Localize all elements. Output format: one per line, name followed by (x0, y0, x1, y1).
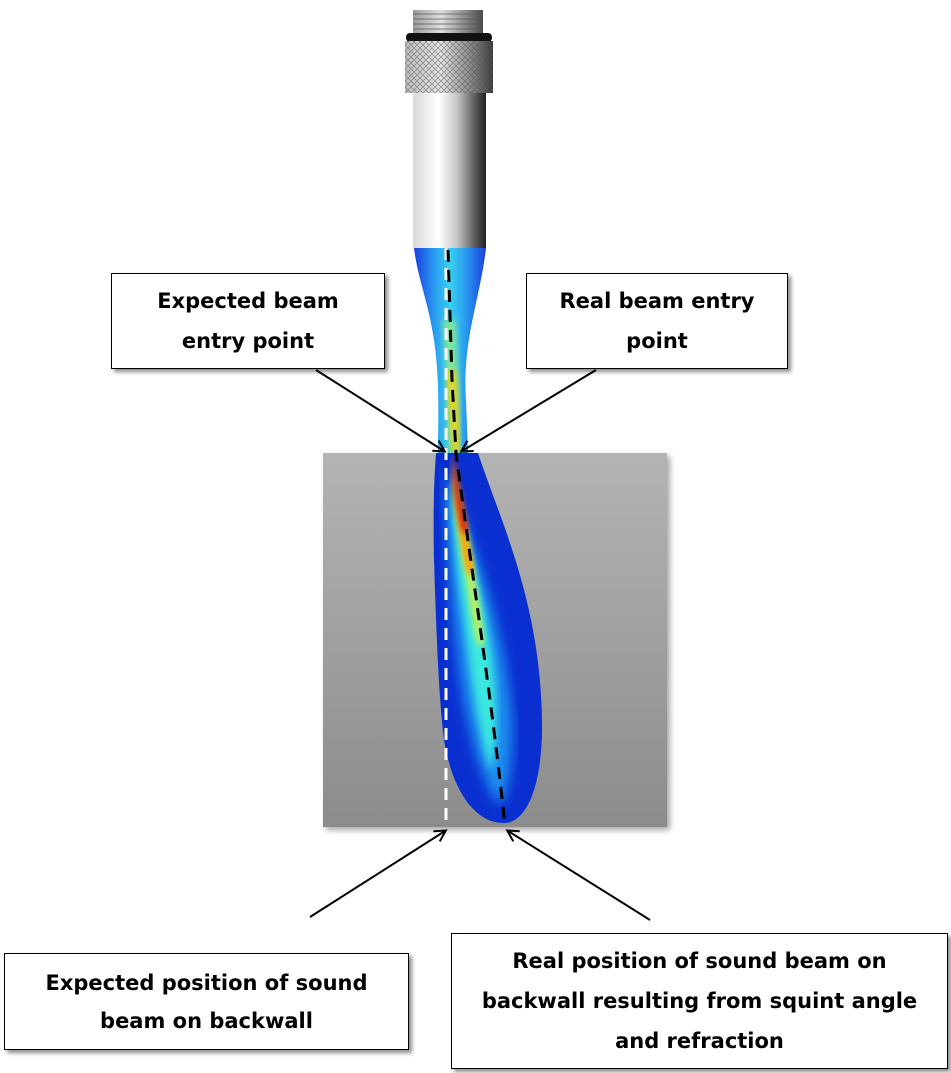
connector-ring (406, 33, 492, 42)
expected-entry-label: Expected beam entry point (111, 273, 385, 369)
expected-backwall-text: Expected position of sound beam on backw… (45, 970, 368, 1033)
real-entry-label: Real beam entry point (526, 273, 788, 369)
transducer-body (413, 93, 486, 248)
real-backwall-label: Real position of sound beam on backwall … (451, 933, 948, 1069)
thread-lines (413, 13, 483, 30)
arrow-real-backwall (508, 831, 651, 921)
arrow-real-entry (462, 369, 597, 451)
expected-entry-text: Expected beam entry point (157, 289, 339, 353)
expected-backwall-label: Expected position of sound beam on backw… (4, 953, 409, 1050)
real-beam-axis (446, 249, 507, 827)
arrow-expected-entry (315, 369, 444, 451)
real-backwall-text: Real position of sound beam on backwall … (481, 949, 918, 1053)
arrow-expected-backwall (309, 831, 445, 918)
ultrasonic-transducer-icon (405, 10, 493, 248)
real-entry-text: Real beam entry point (559, 289, 755, 353)
